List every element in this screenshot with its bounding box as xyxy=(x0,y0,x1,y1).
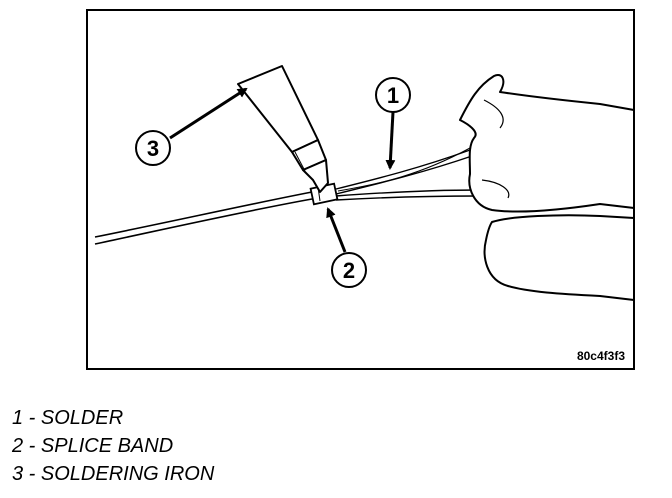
callout-1: 1 xyxy=(375,77,411,170)
fingers xyxy=(459,74,635,301)
callout-3-number: 3 xyxy=(147,136,159,161)
legend-item: 2 - SPLICE BAND xyxy=(12,435,174,457)
callout-1-number: 1 xyxy=(387,83,399,108)
legend: 1 - SOLDER 2 - SPLICE BAND 3 - SOLDERING… xyxy=(12,404,214,488)
figure-code: 80c4f3f3 xyxy=(577,349,625,363)
wire-left xyxy=(94,191,313,245)
legend-item: 3 - SOLDERING IRON xyxy=(12,463,215,485)
callout-2-number: 2 xyxy=(343,258,355,283)
callout-3: 3 xyxy=(135,87,248,166)
callout-2: 2 xyxy=(326,207,367,288)
legend-item: 1 - SOLDER xyxy=(12,407,124,429)
wire-right xyxy=(335,149,479,201)
solder xyxy=(337,147,471,192)
soldering-iron xyxy=(237,65,329,193)
splice-solder-illustration: 1 2 3 80c4f3f3 xyxy=(86,9,635,370)
